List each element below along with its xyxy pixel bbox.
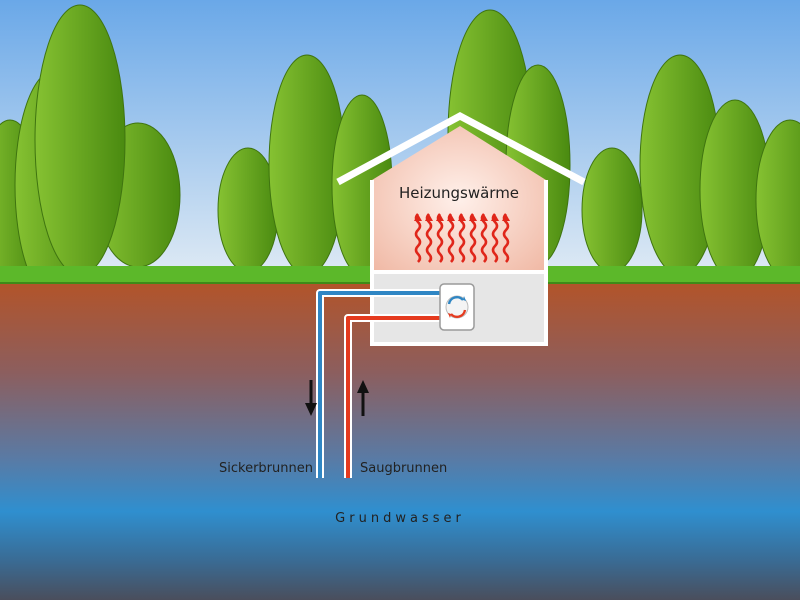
heat-arrow [480, 213, 488, 263]
heating-label: Heizungswärme [399, 184, 519, 202]
heat-pump-icon [439, 283, 475, 331]
arrow-down-icon [305, 380, 317, 416]
heat-arrow [425, 213, 433, 263]
heat-arrows [414, 213, 510, 263]
heat-arrow [447, 213, 455, 263]
heat-arrow-head [480, 214, 488, 221]
heat-arrow-head [425, 214, 433, 221]
heat-arrow-head [502, 214, 510, 221]
heat-arrow [414, 213, 422, 263]
heat-arrow-head [414, 214, 422, 221]
pipes [316, 289, 446, 478]
roof [336, 112, 586, 186]
heat-arrow-head [491, 214, 499, 221]
heat-arrow [469, 213, 477, 263]
heat-arrow [458, 213, 466, 263]
tree [34, 4, 126, 276]
arrow-up-icon [357, 380, 369, 416]
heat-arrow-head [469, 214, 477, 221]
heat-arrow [436, 213, 444, 263]
tree [581, 147, 643, 273]
suction-well-label: Saugbrunnen [360, 461, 447, 476]
heat-arrow [491, 213, 499, 263]
injection-well-label: Sickerbrunnen [219, 461, 313, 476]
heat-arrow [502, 213, 510, 263]
groundwater-label: Grundwasser [335, 511, 465, 526]
heat-arrow-head [447, 214, 455, 221]
heat-arrow-head [458, 214, 466, 221]
heat-arrow-head [436, 214, 444, 221]
